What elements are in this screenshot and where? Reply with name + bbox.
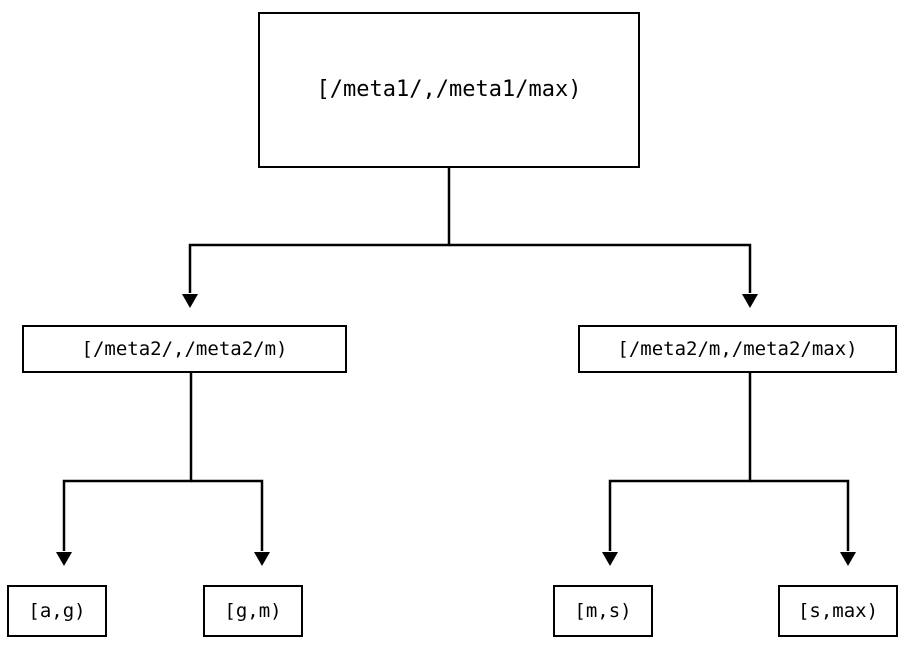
tree-node-leaf-gm[interactable]: [g,m) [203,585,303,637]
edge-mid-right-to-leaf-smax [750,479,856,566]
tree-node-mid-left-label: [/meta2/,/meta2/m) [81,337,288,360]
edge-mid-right-to-leaf-ms [602,373,752,566]
edge-mid-left-to-leaf-ag [56,373,193,566]
tree-node-mid-right[interactable]: [/meta2/m,/meta2/max) [578,325,897,373]
tree-node-leaf-gm-label: [g,m) [224,599,282,622]
tree-node-root-label: [/meta1/,/meta1/max) [316,77,582,102]
tree-node-leaf-smax[interactable]: [s,max) [778,585,898,637]
tree-node-mid-left[interactable]: [/meta2/,/meta2/m) [22,325,347,373]
tree-node-leaf-ms-label: [m,s) [574,599,632,622]
edge-root-to-mid-left [182,168,451,308]
tree-node-mid-right-label: [/meta2/m,/meta2/max) [617,337,858,360]
tree-node-leaf-ag[interactable]: [a,g) [7,585,107,637]
tree-node-root[interactable]: [/meta1/,/meta1/max) [258,12,640,168]
tree-node-leaf-ag-label: [a,g) [28,599,86,622]
tree-node-leaf-smax-label: [s,max) [797,599,879,622]
edge-root-to-mid-right [449,243,758,308]
tree-node-leaf-ms[interactable]: [m,s) [553,585,653,637]
edge-mid-left-to-leaf-gm [191,479,270,566]
